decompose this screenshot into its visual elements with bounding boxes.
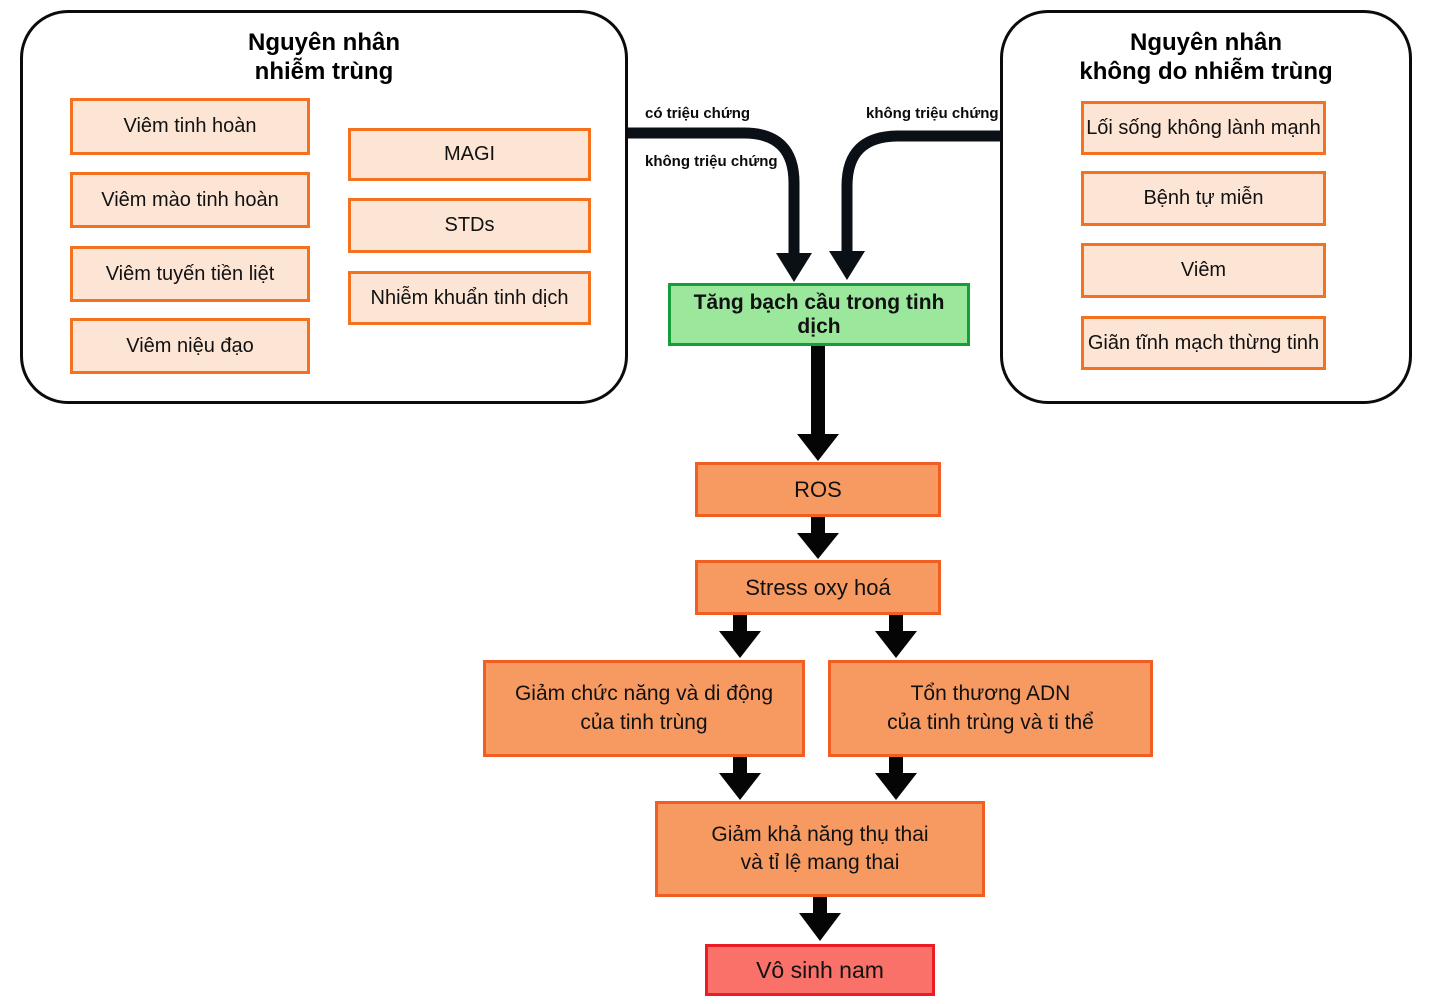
box-vo-sinh-nam: Vô sinh nam	[705, 944, 935, 996]
box-loi-song-khong-lanh-manh: Lối sống không lành mạnh	[1081, 101, 1326, 155]
box-giam-chuc-nang: Giảm chức năng và di động của tinh trùng	[483, 660, 805, 757]
box-viem: Viêm	[1081, 243, 1326, 298]
arrow-sperm-function-to-fertility	[719, 757, 761, 800]
arrow-stress-to-dna-damage	[875, 615, 917, 658]
non-infectious-causes-container: Nguyên nhân không do nhiễm trùng Lối sốn…	[1000, 10, 1412, 404]
box-benh-tu-mien: Bệnh tự miễn	[1081, 171, 1326, 226]
arrow-non-infectious-to-leukocytes	[829, 130, 1001, 280]
box-magi: MAGI	[348, 128, 591, 181]
infectious-causes-container: Nguyên nhân nhiễm trùng Viêm tinh hoàn V…	[20, 10, 628, 404]
box-stds: STDs	[348, 198, 591, 253]
arrow-ros-to-stress	[797, 517, 839, 559]
box-ros: ROS	[695, 462, 941, 517]
arrow-fertility-to-infertility	[799, 897, 841, 941]
arrow-stress-to-sperm-function	[719, 615, 761, 658]
box-gian-tinh-mach-thung-tinh: Giãn tĩnh mạch thừng tinh	[1081, 316, 1326, 370]
label-co-trieu-chung: có triệu chứng	[645, 105, 751, 122]
non-infectious-causes-title: Nguyên nhân không do nhiễm trùng	[1079, 29, 1333, 85]
box-giam-kha-nang-thu-thai: Giảm khả năng thụ thai và tỉ lệ mang tha…	[655, 801, 985, 897]
infectious-causes-title: Nguyên nhân nhiễm trùng	[247, 29, 400, 85]
label-khong-trieu-chung-right: không triệu chứng	[866, 105, 999, 122]
label-khong-trieu-chung-left: không triệu chứng	[645, 153, 778, 170]
box-viem-tuyen-tien-liet: Viêm tuyến tiền liệt	[70, 246, 310, 302]
arrow-leukocytes-to-ros	[797, 346, 839, 461]
box-viem-mao-tinh-hoan: Viêm mào tinh hoàn	[70, 172, 310, 228]
box-viem-tinh-hoan: Viêm tinh hoàn	[70, 98, 310, 155]
box-tang-bach-cau: Tăng bạch cầu trong tinh dịch	[668, 283, 970, 346]
box-nhiem-khuan-tinh-dich: Nhiễm khuẩn tinh dịch	[348, 271, 591, 325]
arrow-dna-damage-to-fertility	[875, 757, 917, 800]
box-ton-thuong-adn: Tổn thương ADN của tinh trùng và ti thể	[828, 660, 1153, 757]
box-stress-oxy-hoa: Stress oxy hoá	[695, 560, 941, 615]
box-viem-nieu-dao: Viêm niệu đạo	[70, 318, 310, 374]
